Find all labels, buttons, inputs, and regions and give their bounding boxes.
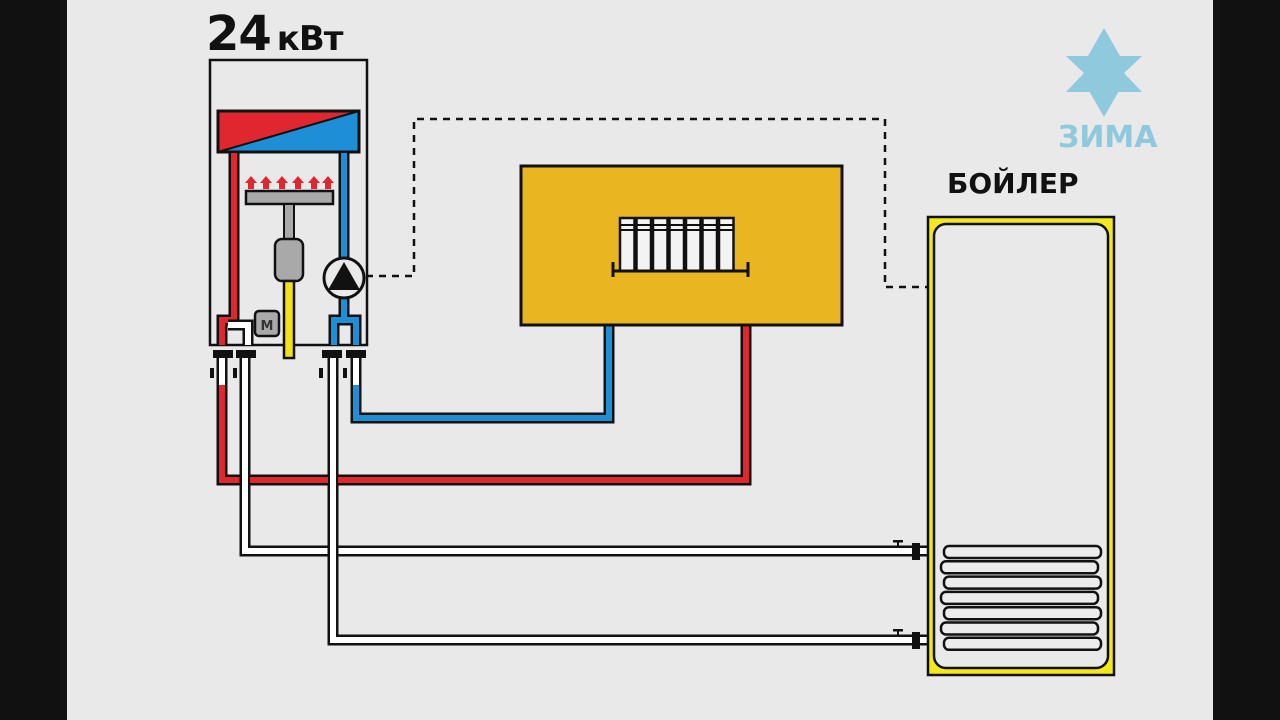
- power-value: 24: [206, 6, 272, 62]
- coil-turn: [939, 560, 1100, 575]
- burner: [244, 189, 335, 206]
- coil-turn: [939, 590, 1100, 606]
- snowflake-star-icon: [1066, 28, 1142, 117]
- gas-manifold: [283, 203, 295, 240]
- gas-valve: [273, 237, 305, 283]
- tank-label: БОЙЛЕР: [947, 167, 1079, 200]
- heat-exchanger: [216, 109, 361, 154]
- coil-turn: [942, 575, 1103, 590]
- burner-flames-icon: [245, 176, 334, 189]
- circulation-pump-icon: [322, 256, 366, 300]
- coil-turn: [942, 636, 1103, 652]
- coil-turn: [942, 605, 1103, 621]
- control-wire: [366, 117, 928, 289]
- tank-coil-flow-pipe: [239, 358, 935, 557]
- tank-coil: [939, 544, 1103, 652]
- heating-return-pipe: [350, 326, 615, 424]
- radiator-icon: [611, 216, 750, 277]
- tank-coil-return-pipe: [327, 358, 935, 646]
- coil-turn: [942, 544, 1103, 560]
- boiler-connection-valves: [210, 350, 366, 378]
- power-unit: кВт: [276, 19, 344, 59]
- three-way-valve-motor: M: [253, 309, 281, 338]
- gas-pipe: [282, 279, 296, 360]
- cold-pipe-internal: [328, 153, 362, 345]
- hot-pipe-internal: [216, 153, 240, 345]
- logo-text: ЗИМА: [1058, 120, 1158, 155]
- coil-turn: [939, 621, 1100, 636]
- dhw-pipe-internal: [228, 319, 254, 345]
- motor-label: M: [261, 319, 274, 334]
- tank-valves: [893, 540, 920, 649]
- heating-flow-pipe: [216, 326, 752, 486]
